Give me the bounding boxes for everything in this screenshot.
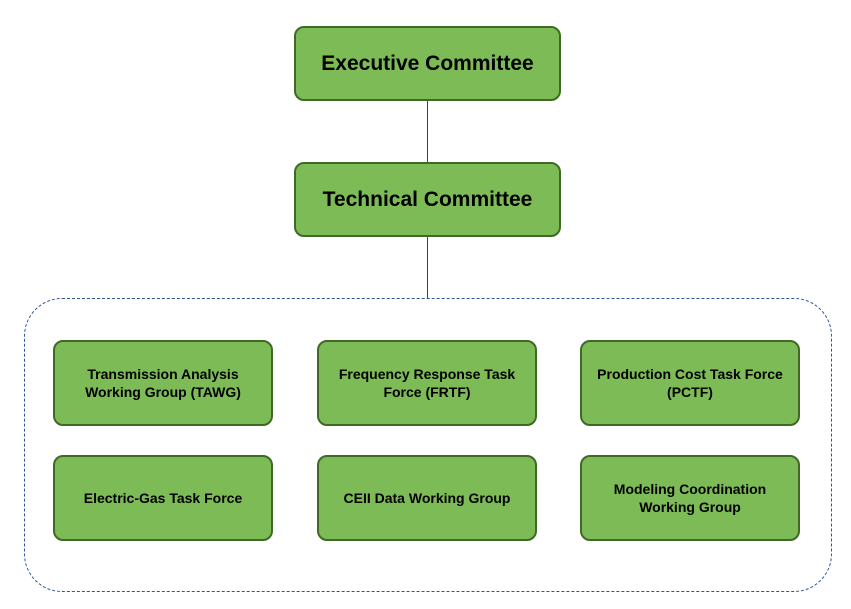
connector-technical-groups [427, 237, 428, 299]
working-groups-frame [24, 298, 832, 592]
technical-committee-label: Technical Committee [322, 187, 533, 211]
pctf-label: Production Cost Task Force (PCTF) [597, 365, 783, 400]
electric-gas-task-force-box: Electric-Gas Task Force [53, 455, 273, 541]
executive-committee-box: Executive Committee [294, 26, 561, 101]
connector-executive-technical [427, 101, 428, 162]
electric-gas-task-force-label: Electric-Gas Task Force [83, 489, 243, 506]
ceii-data-working-group-label: CEII Data Working Group [343, 489, 511, 506]
tawg-box: Transmission Analysis Working Group (TAW… [53, 340, 273, 426]
modeling-coordination-working-group-box: Modeling Coordination Working Group [580, 455, 800, 541]
ceii-data-working-group-box: CEII Data Working Group [317, 455, 537, 541]
pctf-box: Production Cost Task Force (PCTF) [580, 340, 800, 426]
modeling-coordination-working-group-label: Modeling Coordination Working Group [613, 480, 767, 515]
executive-committee-label: Executive Committee [321, 51, 534, 75]
technical-committee-box: Technical Committee [294, 162, 561, 237]
tawg-label: Transmission Analysis Working Group (TAW… [85, 365, 241, 400]
frtf-box: Frequency Response Task Force (FRTF) [317, 340, 537, 426]
frtf-label: Frequency Response Task Force (FRTF) [338, 365, 516, 400]
